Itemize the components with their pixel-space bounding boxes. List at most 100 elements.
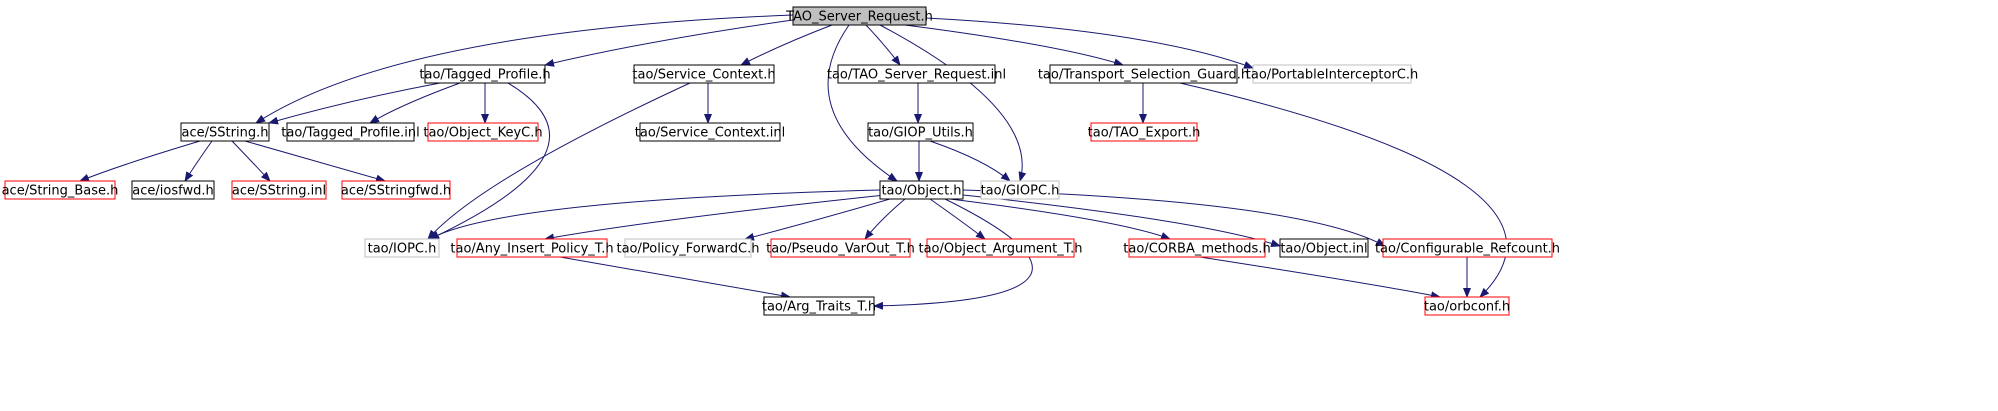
node-object-inl[interactable]: tao/Object.inl: [1279, 238, 1369, 258]
node-box: [867, 122, 974, 142]
node-box: [792, 6, 927, 26]
node-label: tao/Pseudo_VarOut_T.h: [766, 242, 915, 257]
node-label: tao/Object_Argument_T.h: [918, 242, 1082, 257]
node-arg-traits-t-h[interactable]: tao/Arg_Traits_T.h: [762, 296, 876, 316]
node-label: tao/Service_Context.h: [632, 68, 775, 83]
node-corba-methods-h[interactable]: tao/CORBA_methods.h: [1123, 238, 1271, 258]
edge-object-h-to-policy-forwardc-h: [744, 198, 891, 241]
edge-service-context-h-to-iopc-h: [427, 82, 691, 240]
node-tao-export-h[interactable]: tao/TAO_Export.h: [1088, 122, 1201, 142]
node-orbconf-h[interactable]: tao/orbconf.h: [1424, 296, 1510, 316]
node-label: tao/Tagged_Profile.inl: [281, 126, 419, 141]
node-box: [1128, 238, 1266, 258]
node-string-base-h[interactable]: ace/String_Base.h: [2, 180, 119, 200]
node-box: [1279, 238, 1369, 258]
node-label: tao/Tagged_Profile.h: [419, 68, 550, 83]
node-label: ace/SStringfwd.h: [341, 184, 451, 199]
node-object-argument-t-h[interactable]: tao/Object_Argument_T.h: [918, 238, 1083, 258]
node-box: [879, 180, 964, 200]
node-sstringfwd-h[interactable]: ace/SStringfwd.h: [341, 180, 451, 200]
edge-root-to-tao-server-request-inl: [865, 24, 901, 66]
edge-transport-selection-guard-h-to-orbconf-h: [1179, 82, 1508, 298]
edge-tagged-profile-h-to-tagged-profile-inl: [369, 82, 461, 124]
node-label: ace/String_Base.h: [2, 184, 119, 199]
node-iopc-h[interactable]: tao/IOPC.h: [364, 238, 440, 258]
node-box: [624, 238, 752, 258]
edge-sstring-h-to-sstring-inl: [231, 140, 271, 182]
node-box: [180, 122, 270, 142]
node-giopc-h[interactable]: tao/GIOPC.h: [980, 180, 1060, 200]
node-label: ace/SString.h: [182, 126, 269, 141]
node-any-insert-policy-t-h[interactable]: tao/Any_Insert_Policy_T.h: [450, 238, 614, 258]
node-label: ace/SString.inl: [232, 184, 326, 199]
edge-sstring-h-to-iosfwd-h: [184, 140, 213, 182]
edge-any-insert-policy-t-h-to-arg-traits-t-h: [559, 256, 791, 300]
node-label: tao/IOPC.h: [368, 242, 437, 257]
edge-object-h-to-arg-traits-t-h: [873, 198, 1033, 310]
node-box: [633, 64, 775, 84]
node-label: tao/GIOP_Utils.h: [868, 126, 973, 141]
node-box: [424, 64, 546, 84]
node-box: [926, 238, 1075, 258]
edge-root-to-portable-interceptorc-h: [925, 17, 1254, 69]
node-box: [1252, 64, 1412, 84]
edge-object-h-to-any-insert-policy-t-h: [544, 194, 886, 242]
node-box: [1049, 64, 1238, 84]
node-iosfwd-h[interactable]: ace/iosfwd.h: [131, 180, 215, 200]
node-box: [364, 238, 440, 258]
node-label: tao/Arg_Traits_T.h: [762, 300, 876, 315]
node-box: [1424, 296, 1510, 316]
node-root[interactable]: TAO_Server_Request.h: [785, 6, 933, 26]
node-box: [980, 180, 1060, 200]
edge-sstring-h-to-string-base-h: [79, 140, 201, 182]
node-label: tao/Object.h: [881, 184, 961, 199]
edges-layer: [79, 14, 1508, 310]
node-box: [837, 64, 996, 84]
node-label: tao/CORBA_methods.h: [1123, 242, 1270, 257]
node-tagged-profile-inl[interactable]: tao/Tagged_Profile.inl: [281, 122, 420, 142]
node-label: tao/orbconf.h: [1424, 300, 1510, 315]
edge-root-to-object-h: [827, 24, 898, 182]
node-tagged-profile-h[interactable]: tao/Tagged_Profile.h: [419, 64, 551, 84]
node-object-h[interactable]: tao/Object.h: [879, 180, 964, 200]
node-giop-utils-h[interactable]: tao/GIOP_Utils.h: [867, 122, 974, 142]
node-label: tao/GIOPC.h: [981, 184, 1060, 199]
node-portable-interceptorc-h[interactable]: tao/PortableInterceptorC.h: [1246, 64, 1418, 84]
edge-root-to-sstring-h: [255, 14, 794, 124]
node-service-context-h[interactable]: tao/Service_Context.h: [632, 64, 776, 84]
node-label: tao/Object.inl: [1280, 242, 1367, 257]
node-box: [1382, 238, 1553, 258]
node-label: tao/TAO_Server_Request.inl: [827, 68, 1006, 83]
node-box: [763, 296, 875, 316]
node-box: [1090, 122, 1198, 142]
nodes-layer: TAO_Server_Request.h tao/Tagged_Profile.h…: [2, 6, 1560, 316]
node-box: [4, 180, 116, 200]
node-label: tao/Service_Context.inl: [635, 126, 785, 141]
node-box: [456, 238, 608, 258]
edge-object-h-to-iopc-h: [429, 189, 881, 240]
node-label: TAO_Server_Request.h: [785, 10, 933, 25]
node-box: [341, 180, 451, 200]
node-label: tao/PortableInterceptorC.h: [1246, 68, 1418, 83]
node-label: tao/Object_KeyC.h: [423, 126, 542, 141]
node-policy-forwardc-h[interactable]: tao/Policy_ForwardC.h: [616, 238, 760, 258]
edge-tagged-profile-h-to-iopc-h: [429, 82, 550, 240]
node-sstring-inl[interactable]: ace/SString.inl: [231, 180, 327, 200]
node-pseudo-varout-t-h[interactable]: tao/Pseudo_VarOut_T.h: [766, 238, 915, 258]
edge-root-to-giopc-h: [879, 24, 1027, 182]
node-tao-server-request-inl[interactable]: tao/TAO_Server_Request.inl: [827, 64, 1006, 84]
edge-corba-methods-h-to-orbconf-h: [1199, 256, 1441, 300]
edge-root-to-tagged-profile-h: [544, 18, 801, 67]
node-box: [427, 122, 539, 142]
node-transport-selection-guard-h[interactable]: tao/Transport_Selection_Guard.h: [1038, 64, 1249, 84]
edge-object-h-to-corba-methods-h: [949, 198, 1171, 240]
node-sstring-h[interactable]: ace/SString.h: [180, 122, 270, 142]
edge-tagged-profile-h-to-sstring-h: [268, 82, 441, 125]
node-label: ace/iosfwd.h: [132, 184, 213, 199]
node-service-context-inl[interactable]: tao/Service_Context.inl: [635, 122, 785, 142]
node-configurable-refcount-h[interactable]: tao/Configurable_Refcount.h: [1375, 238, 1560, 258]
node-object-keyc-h[interactable]: tao/Object_KeyC.h: [423, 122, 543, 142]
node-label: tao/Transport_Selection_Guard.h: [1038, 68, 1249, 83]
node-label: tao/TAO_Export.h: [1088, 126, 1201, 141]
